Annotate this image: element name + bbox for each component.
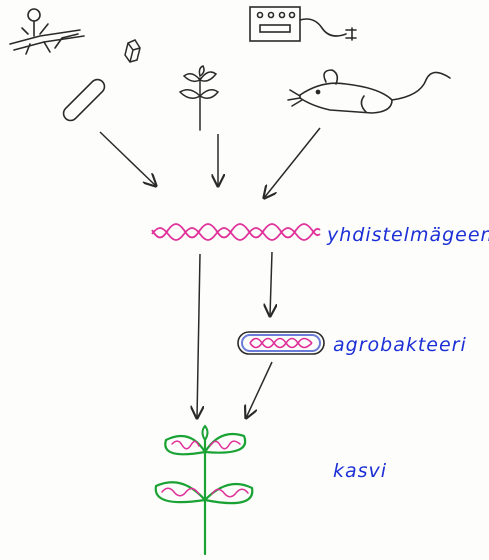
bacterium-icon [61, 77, 108, 124]
electrophoresis-device-icon [250, 7, 356, 41]
mouse-icon [288, 70, 450, 113]
recombinant-gene-label: yhdistelmägeeni [327, 224, 489, 246]
agrobacterium-icon [238, 332, 324, 354]
seedling-icon [180, 66, 218, 130]
crystal-icon [125, 40, 140, 62]
transgenic-plant-icon [156, 426, 253, 554]
plant-label: kasvi [333, 460, 387, 482]
agrobacterium-label: agrobakteeri [333, 334, 467, 356]
arrows-to-gene [100, 128, 320, 198]
bacteriophage-icon [10, 9, 84, 54]
dna-helix-icon [152, 224, 320, 240]
